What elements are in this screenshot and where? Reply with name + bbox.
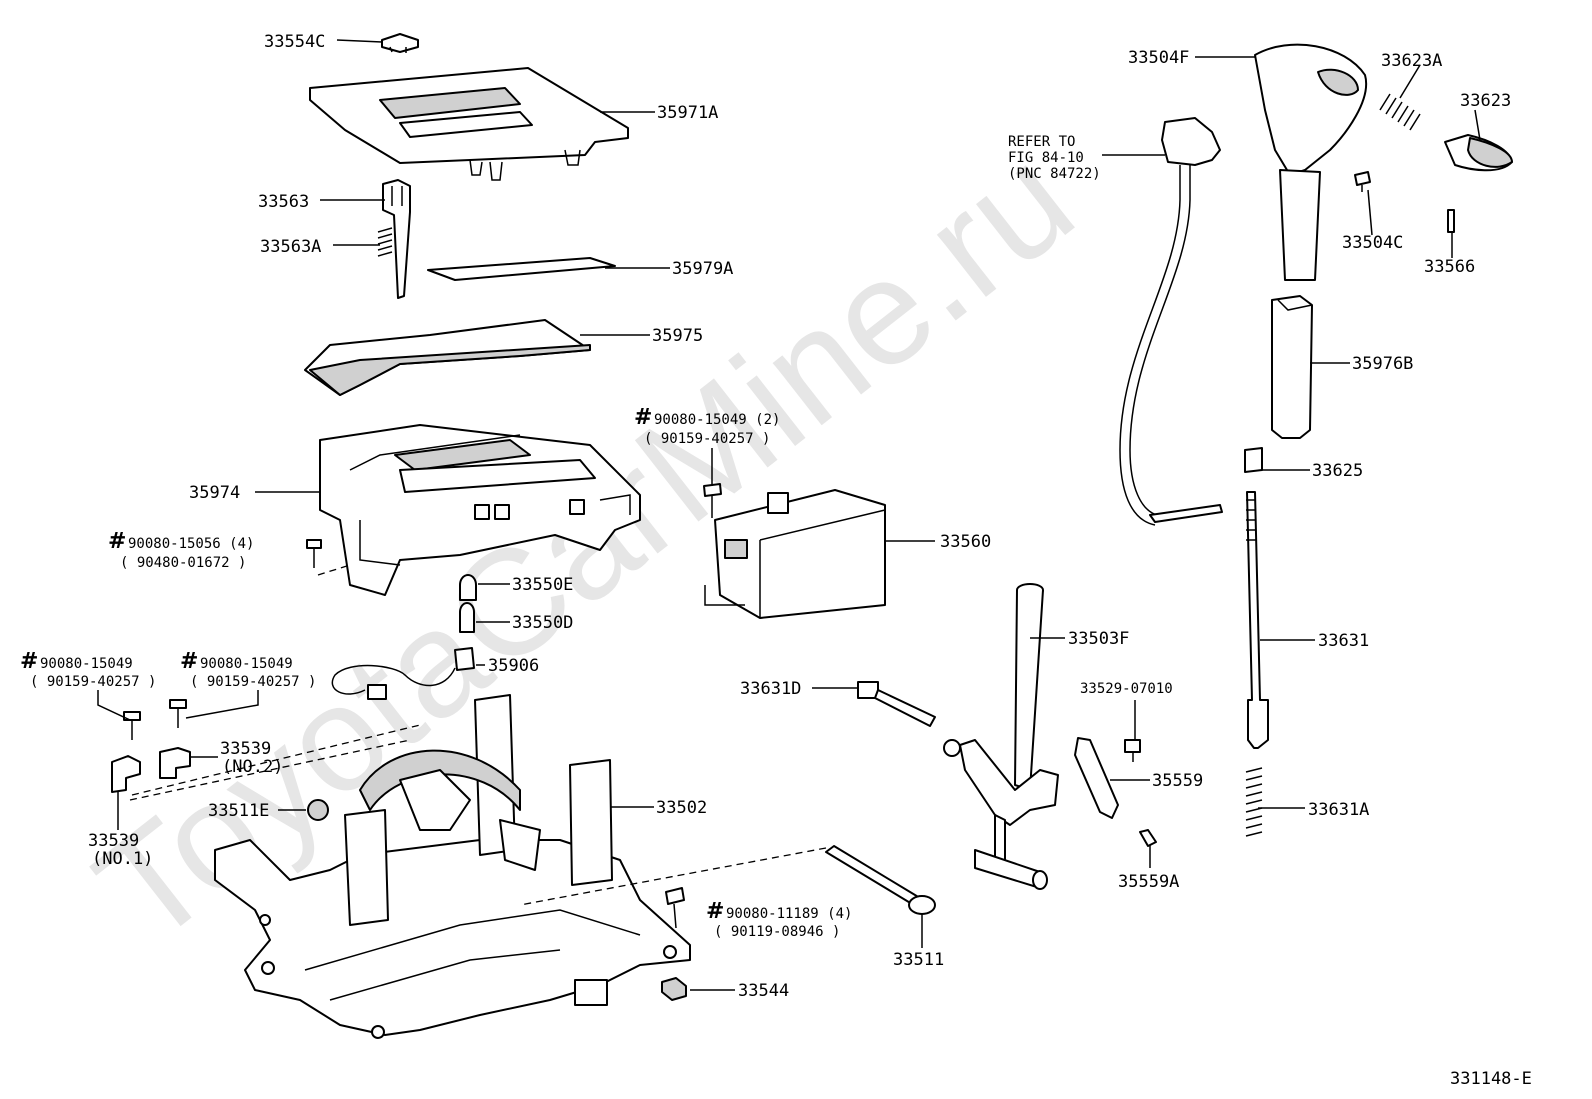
part-33550D-drawing	[459, 602, 475, 633]
label-33502: 33502	[656, 798, 707, 818]
label-33503F: 33503F	[1068, 629, 1129, 649]
label-33539-no2: 33539	[220, 739, 271, 759]
part-35971A-drawing	[309, 67, 629, 181]
bolt1-alt: ( 90480-01672 )	[120, 555, 246, 571]
part-33503F-drawing	[943, 583, 1059, 890]
bolt2-hash: #	[634, 405, 652, 430]
part-33631-drawing	[1246, 491, 1269, 749]
part-35979A-drawing	[427, 257, 616, 281]
label-35974: 35974	[189, 483, 240, 503]
label-33566: 33566	[1424, 257, 1475, 277]
label-33623: 33623	[1460, 91, 1511, 111]
label-33625: 33625	[1312, 461, 1363, 481]
bolt1-main: 90080-15056 (4)	[128, 536, 254, 552]
leader-lines	[97, 39, 1481, 991]
part-33631D-drawing	[857, 681, 936, 727]
bolt2-main: 90080-15049 (2)	[654, 412, 780, 428]
bolt-33539-no2-drawing	[169, 699, 187, 728]
label-35559A: 35559A	[1118, 872, 1179, 892]
label-33631: 33631	[1318, 631, 1369, 651]
label-35559: 35559	[1152, 771, 1203, 791]
part-35559-drawing	[1074, 737, 1119, 819]
label-33539-no1-sub: (NO.1)	[92, 849, 153, 869]
label-35906: 35906	[488, 656, 539, 676]
part-33544-drawing	[661, 977, 687, 1001]
label-33563A: 33563A	[260, 237, 321, 257]
label-33631A: 33631A	[1308, 800, 1369, 820]
label-35976B: 35976B	[1352, 354, 1413, 374]
bolt-90080-11189-drawing	[665, 887, 685, 929]
part-35906-drawing	[331, 647, 475, 700]
label-33623A: 33623A	[1381, 51, 1442, 71]
part-33625-drawing	[1244, 447, 1263, 473]
bolt2-alt: ( 90159-40257 )	[644, 431, 770, 447]
part-35976B-drawing	[1271, 295, 1313, 439]
part-35975-drawing	[304, 319, 591, 396]
part-33560-drawing	[704, 489, 886, 619]
part-33566-drawing	[1447, 209, 1455, 233]
bolt-90080-15049-2-drawing	[703, 483, 722, 518]
part-35974-drawing	[319, 424, 641, 596]
part-33539-no1-drawing	[111, 755, 141, 793]
part-33511-drawing	[519, 845, 936, 915]
label-33560: 33560	[940, 532, 991, 552]
bolt3-hash: #	[20, 649, 38, 674]
bolt4-main: 90080-15049	[200, 656, 293, 672]
label-33554C: 33554C	[264, 32, 325, 52]
label-33511: 33511	[893, 950, 944, 970]
label-35971A: 35971A	[657, 103, 718, 123]
part-33504F-drawing	[1254, 43, 1368, 281]
cable-switch-drawing	[1119, 117, 1223, 526]
bolt-90080-15056-drawing	[306, 539, 351, 576]
part-33502-drawing	[214, 694, 691, 1039]
part-33554C-drawing	[381, 33, 419, 53]
refer-line-3: (PNC 84722)	[1008, 166, 1101, 182]
part-33504C-drawing	[1354, 171, 1371, 192]
part-33563A-drawing	[377, 227, 393, 257]
part-33550E-drawing	[459, 574, 477, 601]
label-33631D: 33631D	[740, 679, 801, 699]
label-33550D: 33550D	[512, 613, 573, 633]
part-33623-drawing	[1444, 134, 1513, 172]
part-33511E-drawing	[307, 799, 329, 821]
label-33539-no1: 33539	[88, 831, 139, 851]
refer-line-2: FIG 84-10	[1008, 150, 1084, 166]
bolt-33539-no1-drawing	[123, 711, 141, 740]
part-33539-no2-drawing	[159, 747, 191, 779]
part-35559A-drawing	[1139, 829, 1157, 847]
part-33563-drawing	[382, 179, 411, 299]
part-33631A-drawing	[1245, 767, 1263, 837]
label-33511E: 33511E	[208, 801, 269, 821]
bolt5-hash: #	[706, 899, 724, 924]
label-33504C: 33504C	[1342, 233, 1403, 253]
bolt3-alt: ( 90159-40257 )	[30, 674, 156, 690]
bolt5-main: 90080-11189 (4)	[726, 906, 852, 922]
figure-code: 331148-E	[1450, 1069, 1532, 1089]
bolt4-hash: #	[180, 649, 198, 674]
bolt5-alt: ( 90119-08946 )	[714, 924, 840, 940]
bolt3-main: 90080-15049	[40, 656, 133, 672]
part-33623A-drawing	[1379, 93, 1421, 131]
refer-line-1: REFER TO	[1008, 134, 1075, 150]
bolt4-alt: ( 90159-40257 )	[190, 674, 316, 690]
label-33550E: 33550E	[512, 575, 573, 595]
label-33539-no2-sub: (NO.2)	[222, 757, 283, 777]
label-33544: 33544	[738, 981, 789, 1001]
part-33529-07010-drawing	[1124, 739, 1141, 762]
label-35979A: 35979A	[672, 259, 733, 279]
label-33529-07010: 33529-07010	[1080, 681, 1173, 697]
label-35975: 35975	[652, 326, 703, 346]
label-33563: 33563	[258, 192, 309, 212]
label-33504F: 33504F	[1128, 48, 1189, 68]
part-labels: 33554C 35971A 33563 33563A 35979A 35975 …	[20, 32, 1532, 1089]
bolt1-hash: #	[108, 529, 126, 554]
